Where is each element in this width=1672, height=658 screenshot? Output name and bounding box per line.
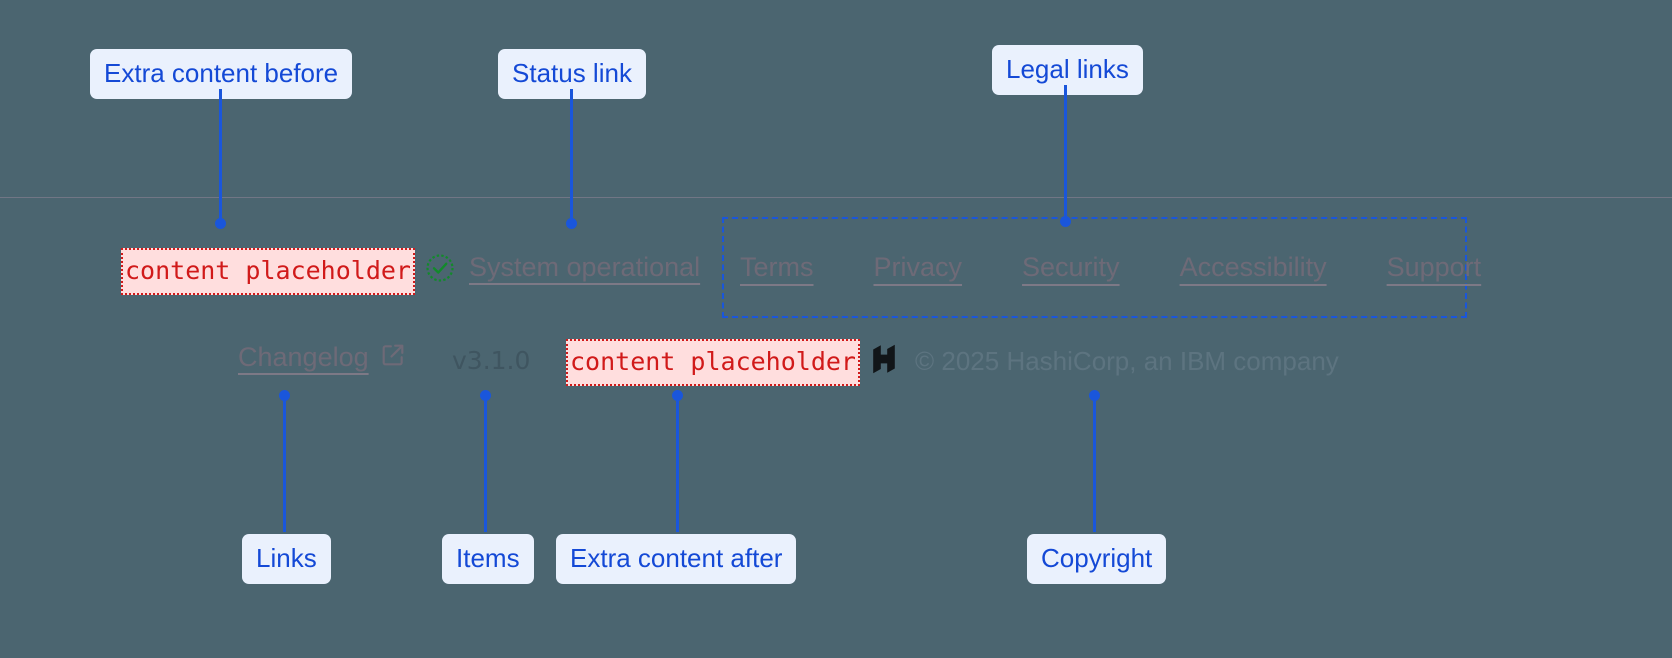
connector-status-link xyxy=(570,89,573,222)
connector-copyright xyxy=(1093,396,1096,532)
external-link-icon xyxy=(380,342,406,373)
annotation-legal-links: Legal links xyxy=(992,45,1143,95)
connector-dot-extra-content-after xyxy=(672,390,683,401)
connector-legal-links xyxy=(1064,85,1067,221)
legal-link-accessibility[interactable]: Accessibility xyxy=(1179,252,1327,282)
annotation-copyright: Copyright xyxy=(1027,534,1167,584)
annotation-items: Items xyxy=(442,534,534,584)
connector-links xyxy=(283,396,286,532)
legal-link-support[interactable]: Support xyxy=(1386,252,1482,282)
legal-links-highlight-box xyxy=(722,217,1467,318)
connector-dot-legal-links xyxy=(1060,216,1071,227)
connector-dot-extra-content-before xyxy=(215,218,226,229)
hashicorp-logo xyxy=(869,343,899,380)
extra-content-after-placeholder: content placeholder xyxy=(566,339,860,386)
legal-links-list: Terms Privacy Security Accessibility Sup… xyxy=(740,252,1481,283)
connector-dot-links xyxy=(279,390,290,401)
legal-link-terms[interactable]: Terms xyxy=(740,252,814,282)
status-link[interactable]: System operational xyxy=(425,252,700,283)
copyright-text: © 2025 HashiCorp, an IBM company xyxy=(915,346,1339,376)
status-link-label: System operational xyxy=(469,252,701,282)
connector-dot-status-link xyxy=(566,218,577,229)
legal-link-privacy[interactable]: Privacy xyxy=(873,252,963,282)
annotation-extra-content-after: Extra content after xyxy=(556,534,797,584)
connector-dot-items xyxy=(480,390,491,401)
connector-extra-content-after xyxy=(676,396,679,532)
check-circle-icon xyxy=(425,253,455,283)
connector-extra-content-before xyxy=(219,89,222,222)
legal-link-security[interactable]: Security xyxy=(1022,252,1120,282)
changelog-link[interactable]: Changelog xyxy=(238,342,406,373)
version-label: v3.1.0 xyxy=(452,346,531,375)
changelog-label: Changelog xyxy=(238,342,369,372)
extra-content-before-placeholder: content placeholder xyxy=(121,248,415,295)
section-divider xyxy=(0,197,1672,198)
connector-items xyxy=(484,396,487,532)
connector-dot-copyright xyxy=(1089,390,1100,401)
copyright-block: © 2025 HashiCorp, an IBM company xyxy=(869,343,1339,380)
annotation-links: Links xyxy=(242,534,331,584)
